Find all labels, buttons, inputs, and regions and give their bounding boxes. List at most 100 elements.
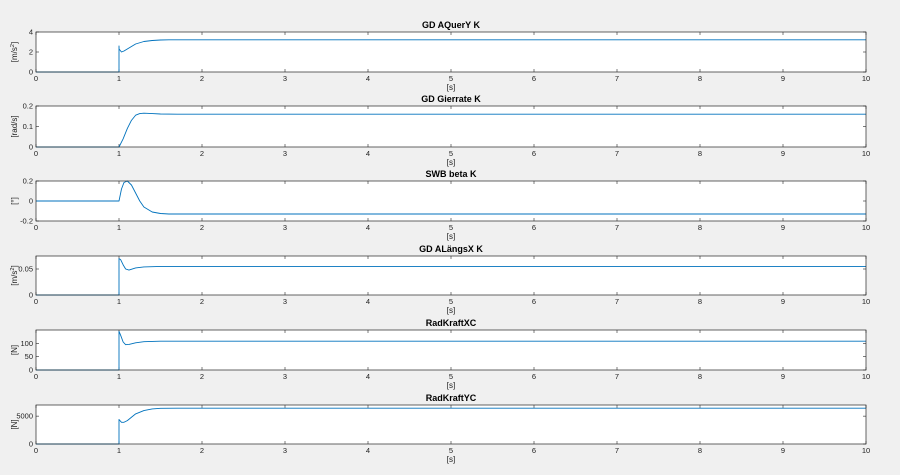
series-line-1 bbox=[36, 407, 866, 445]
series-line-1 bbox=[36, 112, 866, 148]
x-axis-label: [s] bbox=[447, 306, 455, 315]
subplot-title: GD AQuerY K bbox=[422, 20, 481, 30]
x-tick-label: 3 bbox=[283, 149, 287, 158]
axes-frame bbox=[35, 31, 867, 73]
y-tick-label: 100 bbox=[20, 339, 33, 348]
subplot-title: SWB beta K bbox=[425, 169, 477, 179]
x-tick-label: 9 bbox=[781, 446, 785, 455]
subplot-title: GD Gierrate K bbox=[421, 94, 481, 104]
y-axis-label: [N] bbox=[10, 345, 19, 355]
y-tick-label: 0 bbox=[29, 291, 33, 300]
x-tick-label: 0 bbox=[34, 223, 38, 232]
x-tick-label: 7 bbox=[615, 74, 619, 83]
x-tick-label: 0 bbox=[34, 297, 38, 306]
axes-frame bbox=[35, 105, 867, 148]
x-tick-label: 0 bbox=[34, 74, 38, 83]
x-tick-label: 1 bbox=[117, 372, 121, 381]
y-axis-label-base: [N] bbox=[10, 419, 19, 429]
y-tick-label: 0.1 bbox=[23, 122, 33, 131]
x-tick-label: 2 bbox=[200, 297, 204, 306]
x-tick-label: 1 bbox=[117, 149, 121, 158]
x-tick-label: 7 bbox=[615, 372, 619, 381]
axes-background bbox=[36, 181, 866, 221]
x-tick-label: 7 bbox=[615, 149, 619, 158]
x-tick-label: 9 bbox=[781, 149, 785, 158]
x-axis-label: [s] bbox=[447, 381, 455, 390]
x-tick-label: 3 bbox=[283, 297, 287, 306]
x-tick-label: 6 bbox=[532, 446, 536, 455]
x-tick-label: 6 bbox=[532, 74, 536, 83]
axes-background bbox=[36, 256, 866, 295]
x-tick-label: 10 bbox=[862, 74, 870, 83]
x-tick-label: 6 bbox=[532, 149, 536, 158]
y-axis-label-base: [m/s bbox=[10, 47, 19, 62]
y-axis-label: [m/s2] bbox=[10, 265, 19, 285]
x-axis-label: [s] bbox=[447, 455, 455, 464]
subplot-title: GD ALängsX K bbox=[419, 244, 483, 254]
x-tick-label: 10 bbox=[862, 149, 870, 158]
x-tick-label: 4 bbox=[366, 297, 370, 306]
x-tick-label: 8 bbox=[698, 149, 702, 158]
x-tick-label: 6 bbox=[532, 223, 536, 232]
y-axis-label-base: [rad/s] bbox=[10, 115, 19, 137]
series-line-1 bbox=[36, 180, 866, 215]
y-axis-label: [m/s2] bbox=[10, 42, 19, 62]
x-tick-label: 1 bbox=[117, 74, 121, 83]
x-tick-label: 9 bbox=[781, 74, 785, 83]
y-tick-label: 5000 bbox=[16, 412, 33, 421]
y-axis-label-sup: 2 bbox=[10, 268, 16, 271]
x-tick-label: 7 bbox=[615, 446, 619, 455]
y-tick-label: 0.2 bbox=[23, 102, 33, 111]
x-tick-label: 10 bbox=[862, 446, 870, 455]
x-tick-label: 3 bbox=[283, 74, 287, 83]
y-axis-label-end: ] bbox=[10, 265, 19, 267]
x-tick-label: 9 bbox=[781, 297, 785, 306]
y-axis-label: [N] bbox=[10, 419, 19, 429]
x-tick-label: 5 bbox=[449, 446, 453, 455]
x-tick-label: 3 bbox=[283, 223, 287, 232]
y-tick-label: 0 bbox=[29, 143, 33, 152]
x-tick-label: 9 bbox=[781, 223, 785, 232]
x-tick-label: 0 bbox=[34, 372, 38, 381]
x-axis-label: [s] bbox=[447, 83, 455, 92]
x-tick-label: 10 bbox=[862, 372, 870, 381]
x-tick-label: 4 bbox=[366, 149, 370, 158]
x-tick-label: 5 bbox=[449, 74, 453, 83]
x-tick-label: 7 bbox=[615, 223, 619, 232]
subplot-title: RadKraftXC bbox=[426, 318, 477, 328]
x-axis-label: [s] bbox=[447, 158, 455, 167]
y-tick-label: 0 bbox=[29, 440, 33, 449]
y-tick-label: 0 bbox=[29, 197, 33, 206]
x-tick-label: 5 bbox=[449, 149, 453, 158]
axes-background bbox=[36, 32, 866, 72]
series-line-1 bbox=[36, 39, 866, 73]
y-tick-label: 50 bbox=[25, 352, 33, 361]
x-tick-label: 4 bbox=[366, 74, 370, 83]
y-tick-label: 0 bbox=[29, 68, 33, 77]
y-axis-label-base: [N] bbox=[10, 345, 19, 355]
x-tick-label: 8 bbox=[698, 446, 702, 455]
y-tick-label: 4 bbox=[29, 28, 33, 37]
y-axis-label: [°] bbox=[10, 197, 19, 205]
axes-background bbox=[36, 405, 866, 444]
y-tick-label: -0.2 bbox=[20, 217, 33, 226]
x-tick-label: 1 bbox=[117, 223, 121, 232]
x-tick-label: 1 bbox=[117, 446, 121, 455]
axes-frame bbox=[35, 329, 867, 371]
x-tick-label: 4 bbox=[366, 372, 370, 381]
y-axis-label-sup: 2 bbox=[10, 44, 16, 47]
x-tick-label: 5 bbox=[449, 297, 453, 306]
x-tick-label: 10 bbox=[862, 297, 870, 306]
x-tick-label: 7 bbox=[615, 297, 619, 306]
x-tick-label: 2 bbox=[200, 149, 204, 158]
x-tick-label: 0 bbox=[34, 149, 38, 158]
x-tick-label: 1 bbox=[117, 297, 121, 306]
x-tick-label: 6 bbox=[532, 372, 536, 381]
x-tick-label: 2 bbox=[200, 74, 204, 83]
